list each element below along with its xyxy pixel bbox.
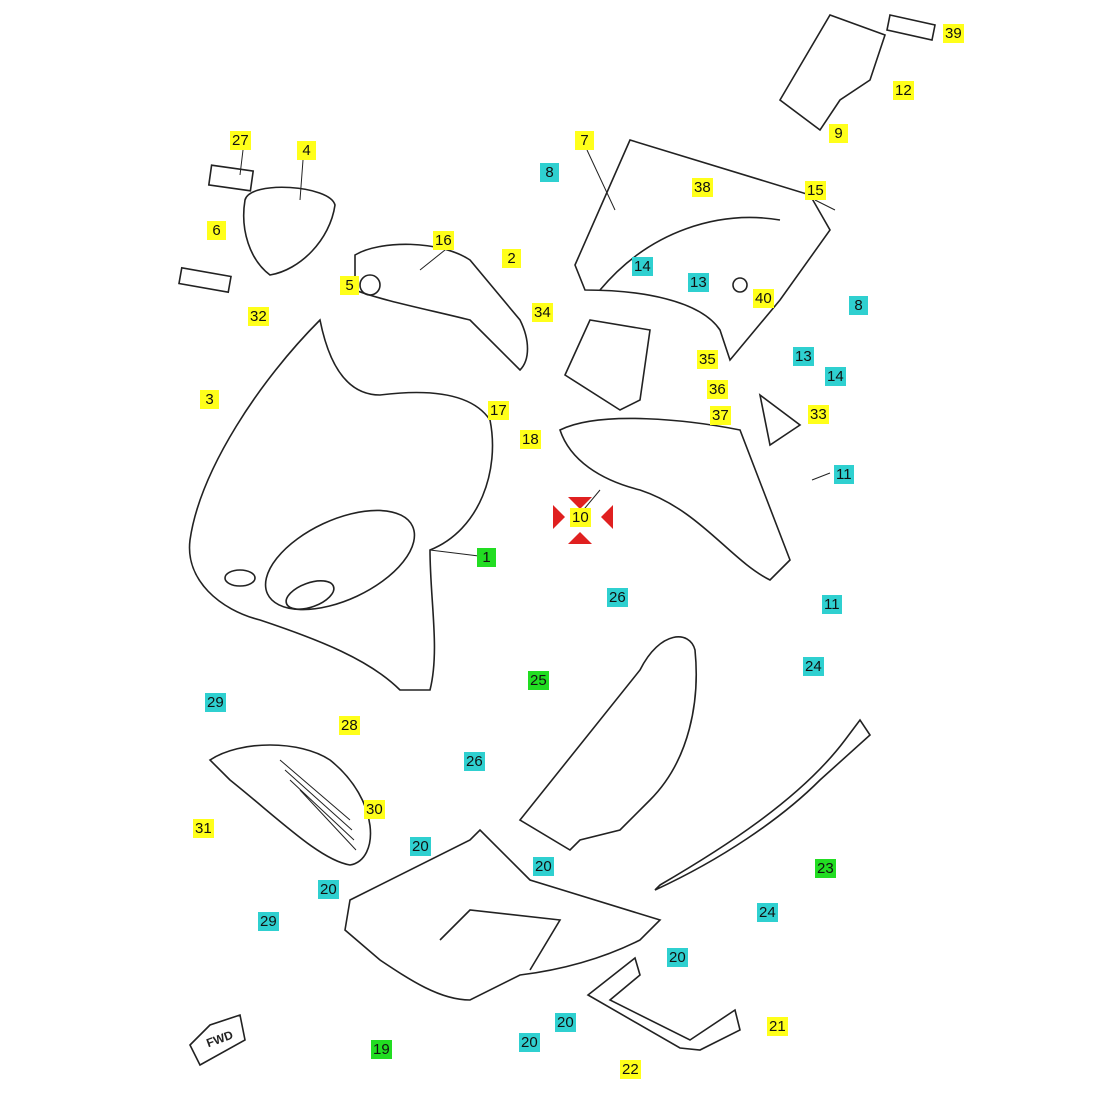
callout-9: 9 — [829, 124, 848, 143]
callout-8: 8 — [540, 163, 559, 182]
callout-33: 33 — [808, 405, 829, 424]
inner-panel-part-7 — [574, 139, 831, 362]
callout-32: 32 — [248, 307, 269, 326]
callout-31: 31 — [193, 819, 214, 838]
callout-23: 23 — [815, 859, 836, 878]
callout-20: 20 — [533, 857, 554, 876]
callout-24: 24 — [803, 657, 824, 676]
cover-part-12 — [778, 14, 887, 132]
callout-16: 16 — [433, 231, 454, 250]
callout-20: 20 — [667, 948, 688, 967]
callout-15: 15 — [805, 181, 826, 200]
callout-14: 14 — [632, 257, 653, 276]
callout-3: 3 — [200, 390, 219, 409]
callout-20: 20 — [519, 1033, 540, 1052]
callout-10: 10 — [570, 508, 591, 527]
callout-2: 2 — [502, 249, 521, 268]
callout-20: 20 — [410, 837, 431, 856]
callout-26: 26 — [607, 588, 628, 607]
callout-26: 26 — [464, 752, 485, 771]
callout-6: 6 — [207, 221, 226, 240]
callout-40: 40 — [753, 289, 774, 308]
callout-18: 18 — [520, 430, 541, 449]
fwd-arrow-icon — [189, 1013, 246, 1067]
callout-20: 20 — [318, 880, 339, 899]
callout-35: 35 — [697, 350, 718, 369]
callout-17: 17 — [488, 401, 509, 420]
callout-5: 5 — [340, 276, 359, 295]
bracket-part-21 — [586, 956, 741, 1051]
box-part-34 — [563, 319, 651, 411]
side-cover-part-23 — [654, 718, 872, 891]
bracket-part-16 — [354, 243, 529, 372]
callout-27: 27 — [230, 131, 251, 150]
callout-14: 14 — [825, 367, 846, 386]
callout-8: 8 — [849, 296, 868, 315]
callout-37: 37 — [710, 406, 731, 425]
callout-7: 7 — [575, 131, 594, 150]
callout-29: 29 — [205, 693, 226, 712]
callout-28: 28 — [339, 716, 360, 735]
callout-12: 12 — [893, 81, 914, 100]
leg-shield-part-10 — [559, 417, 791, 581]
callout-4: 4 — [297, 141, 316, 160]
grille-part-28 — [208, 744, 372, 866]
callout-24: 24 — [757, 903, 778, 922]
callout-11: 11 — [822, 595, 842, 614]
callout-13: 13 — [688, 273, 709, 292]
callout-36: 36 — [707, 380, 728, 399]
callout-19: 19 — [371, 1040, 392, 1059]
front-cowl-part-1 — [188, 318, 494, 691]
callout-13: 13 — [793, 347, 814, 366]
callout-29: 29 — [258, 912, 279, 931]
callout-38: 38 — [692, 178, 713, 197]
callout-20: 20 — [555, 1013, 576, 1032]
headlight-part-4 — [242, 186, 336, 276]
callout-22: 22 — [620, 1060, 641, 1079]
callout-25: 25 — [528, 671, 549, 690]
callout-39: 39 — [943, 24, 964, 43]
highlight-arrows — [553, 497, 613, 544]
callout-11: 11 — [834, 465, 854, 484]
callout-1: 1 — [477, 548, 496, 567]
callout-30: 30 — [364, 800, 385, 819]
floor-panel-part-19 — [344, 828, 662, 1001]
callout-21: 21 — [767, 1017, 788, 1036]
side-panel-part-25 — [518, 636, 697, 852]
callout-34: 34 — [532, 303, 553, 322]
